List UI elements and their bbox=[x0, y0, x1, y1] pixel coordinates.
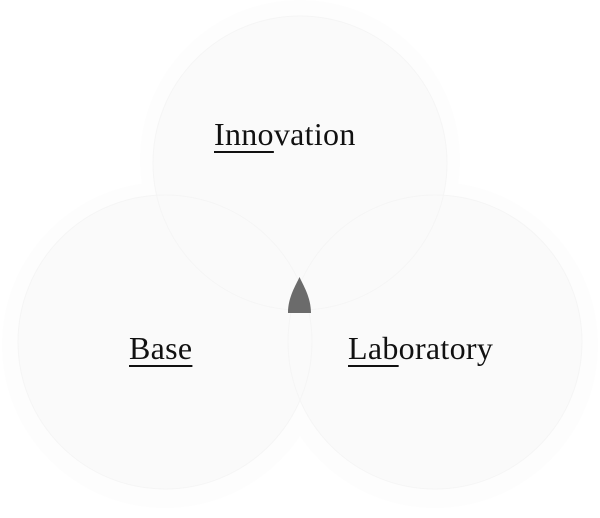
teardrop-pointer-icon bbox=[288, 277, 311, 313]
base-label-underlined: Base bbox=[129, 330, 193, 366]
base-circle bbox=[18, 195, 312, 489]
base-label: Base bbox=[129, 332, 192, 364]
laboratory-label: Laboratory bbox=[348, 332, 493, 364]
laboratory-circle bbox=[288, 195, 582, 489]
innovation-label: Innovation bbox=[214, 118, 356, 150]
innovation-label-rest: vation bbox=[273, 116, 356, 152]
innovation-label-underlined: Inno bbox=[214, 116, 274, 152]
laboratory-label-underlined: Lab bbox=[348, 330, 399, 366]
laboratory-label-rest: oratory bbox=[398, 330, 494, 366]
